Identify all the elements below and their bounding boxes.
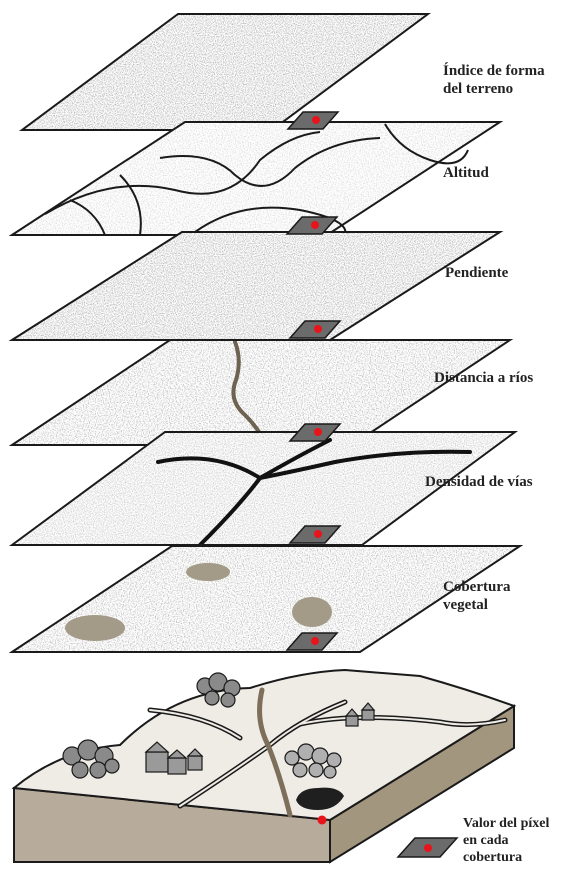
label-road-density-line-1: Densidad de vías xyxy=(425,473,533,491)
vegetation-patch xyxy=(65,615,125,641)
label-slope: Pendiente xyxy=(445,264,508,282)
legend-pixel-icon xyxy=(398,838,457,857)
label-altitude: Altitud xyxy=(443,164,489,182)
label-vegetation-line-2: vegetal xyxy=(443,596,511,614)
terrain-block xyxy=(14,670,514,862)
label-landform-line-1: Índice de forma xyxy=(443,62,545,80)
legend-label-line-1: Valor del píxel xyxy=(463,815,549,832)
label-road-density: Densidad de vías xyxy=(425,473,533,491)
legend-label-line-3: cobertura xyxy=(463,849,549,866)
layer-landform xyxy=(22,14,428,130)
label-altitude-line-1: Altitud xyxy=(443,164,489,182)
label-river-distance-line-1: Distancia a ríos xyxy=(434,369,533,387)
layer-slope xyxy=(12,232,500,340)
layer-river-distance xyxy=(12,340,510,445)
layer-altitude xyxy=(12,122,500,235)
terrain-pixel-dot xyxy=(318,816,327,825)
legend-label-line-2: en cada xyxy=(463,832,549,849)
label-vegetation: Cobertura vegetal xyxy=(443,578,511,614)
label-vegetation-line-1: Cobertura xyxy=(443,578,511,596)
label-landform-line-2: del terreno xyxy=(443,80,545,98)
label-landform: Índice de forma del terreno xyxy=(443,62,545,98)
label-river-distance: Distancia a ríos xyxy=(434,369,533,387)
vegetation-patch xyxy=(292,597,332,627)
legend-label: Valor del píxel en cada cobertura xyxy=(463,815,549,866)
label-slope-line-1: Pendiente xyxy=(445,264,508,282)
vegetation-patch xyxy=(186,563,230,581)
